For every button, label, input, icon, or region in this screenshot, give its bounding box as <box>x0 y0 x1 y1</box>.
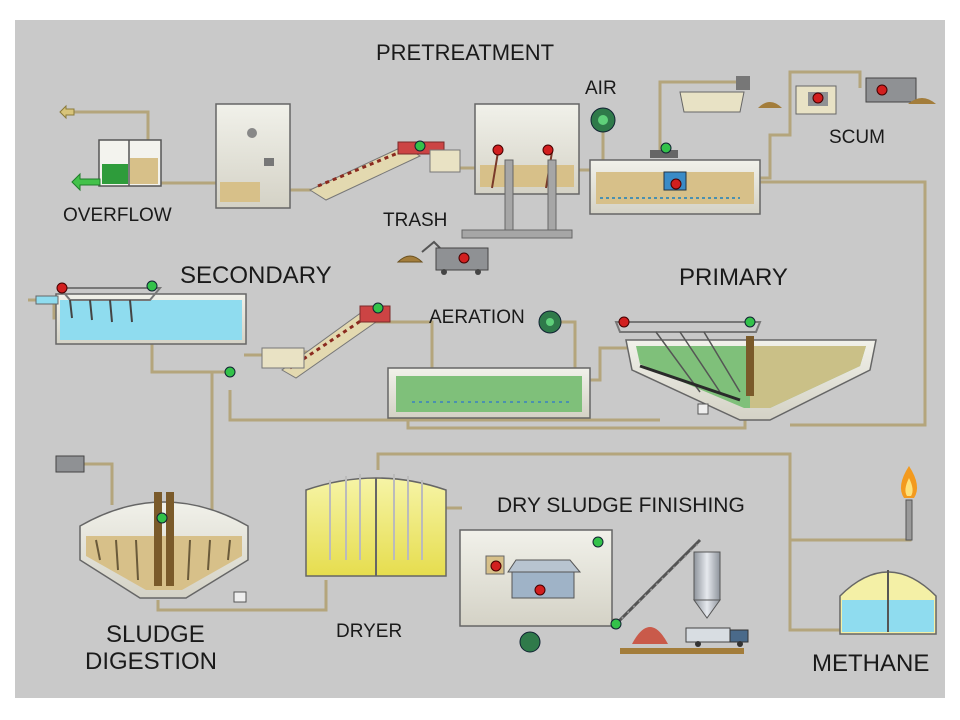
valve-icon[interactable] <box>372 302 384 314</box>
methane-storage <box>839 570 937 635</box>
valve-icon[interactable] <box>592 536 604 548</box>
label-air: AIR <box>585 78 617 99</box>
valve-icon[interactable] <box>542 144 554 156</box>
label-overflow: OVERFLOW <box>63 205 172 226</box>
secondary-clarifier <box>35 287 247 345</box>
label-sludge: SLUDGE <box>106 621 205 648</box>
pipe-network <box>28 70 927 632</box>
valve-icon[interactable] <box>146 280 158 292</box>
valve-icon[interactable] <box>660 142 672 154</box>
valve-icon[interactable] <box>156 512 168 524</box>
aeration-tank <box>387 310 591 419</box>
sludge-dryer <box>305 474 447 577</box>
valve-icon[interactable] <box>618 316 630 328</box>
label-dry-sludge-finishing: DRY SLUDGE FINISHING <box>497 494 745 517</box>
label-dryer: DRYER <box>336 621 403 642</box>
truck-icon <box>685 627 749 647</box>
scum-trough <box>679 76 782 113</box>
valve-icon[interactable] <box>876 84 888 96</box>
sludge-digester <box>55 455 249 603</box>
valve-icon[interactable] <box>458 252 470 264</box>
blower-icon[interactable] <box>519 631 541 653</box>
valve-icon[interactable] <box>492 144 504 156</box>
label-digestion: DIGESTION <box>85 648 218 675</box>
finishing-building <box>459 529 613 653</box>
screenings-conveyor <box>308 141 461 201</box>
valve-icon[interactable] <box>812 92 824 104</box>
label-primary: PRIMARY <box>679 264 788 291</box>
methane-flare <box>900 466 918 541</box>
valve-icon[interactable] <box>610 618 622 630</box>
label-aeration: AERATION <box>429 307 525 328</box>
valve-icon[interactable] <box>414 140 426 152</box>
valve-icon[interactable] <box>744 316 756 328</box>
valve-icon[interactable] <box>56 282 68 294</box>
silo-icon <box>693 551 721 601</box>
air-blower <box>590 107 616 133</box>
return-sludge-screw <box>261 305 391 379</box>
grit-chamber <box>461 103 580 239</box>
valve-icon[interactable] <box>224 366 236 378</box>
label-pretreatment: PRETREATMENT <box>376 40 555 65</box>
trash-compactor <box>396 240 489 275</box>
label-scum: SCUM <box>829 127 885 148</box>
valve-icon[interactable] <box>490 560 502 572</box>
valve-icon[interactable] <box>670 178 682 190</box>
label-trash: TRASH <box>383 210 448 231</box>
truck-loadout <box>610 538 749 654</box>
valve-icon[interactable] <box>534 584 546 596</box>
flow-arrow-icon <box>71 172 101 192</box>
overflow-chamber <box>98 139 162 187</box>
primary-clarifier <box>614 321 877 421</box>
scum-collector <box>795 77 936 115</box>
valve-markers <box>56 84 888 630</box>
screening-chamber <box>215 103 291 209</box>
label-secondary: SECONDARY <box>180 262 332 289</box>
label-methane: METHANE <box>812 650 930 677</box>
flow-arrow-icon <box>59 104 75 120</box>
